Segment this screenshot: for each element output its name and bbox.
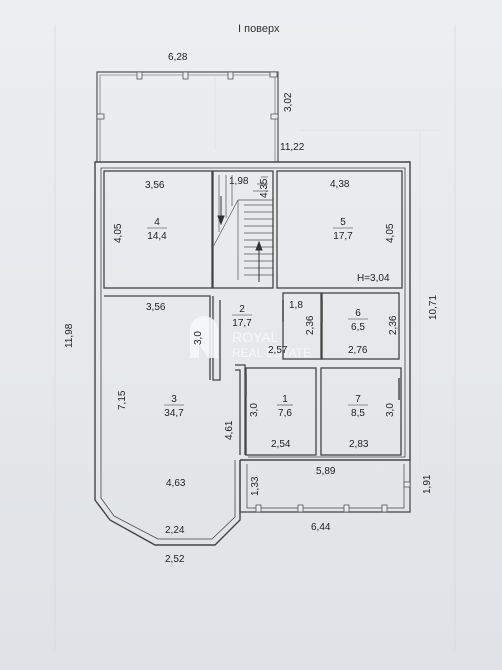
dim-top-width: 6,28 xyxy=(168,52,188,63)
watermark: ROYAL REAL ESTATE xyxy=(190,316,311,360)
dim-porch-outer-width: 6,44 xyxy=(311,522,331,533)
dim-terrace-depth: 3,02 xyxy=(283,92,294,112)
dim-room7-width: 2,83 xyxy=(349,439,369,450)
arrow-up-icon xyxy=(255,240,263,251)
room-area: 7,6 xyxy=(278,408,292,419)
room-labels: 1 7,6 2 17,7 3 34,7 4 14,4 5 17,7 6 6,5 xyxy=(147,217,368,419)
ceiling-height: H=3,04 xyxy=(357,273,390,284)
dim-room3-depth: 7,15 xyxy=(117,390,128,410)
room-label-6: 6 6,5 xyxy=(348,308,368,333)
dim-room7-depth: 3,0 xyxy=(385,403,396,417)
dim-room1-width: 2,54 xyxy=(271,439,291,450)
dim-room6-depth: 2,36 xyxy=(305,315,316,335)
dim-stair-depth: 4,35 xyxy=(259,178,270,198)
room-number: 5 xyxy=(340,217,346,228)
watermark-line1: ROYAL xyxy=(232,329,279,345)
dim-room3-side: 4,61 xyxy=(224,420,235,440)
dim-bay-outer-width: 2,52 xyxy=(165,554,185,565)
dim-overall-width: 11,22 xyxy=(280,142,305,153)
room-area: 8,5 xyxy=(351,408,365,419)
dim-right-depth: 10,71 xyxy=(428,295,439,320)
plan-title: I поверх xyxy=(238,23,280,35)
room-area: 17,7 xyxy=(232,318,252,329)
room-number: 4 xyxy=(154,217,160,228)
royal-logo-icon xyxy=(190,316,218,358)
room-label-1: 1 7,6 xyxy=(277,394,293,419)
watermark-line2: REAL ESTATE xyxy=(232,346,311,360)
dimension-labels: 6,28 3,02 11,22 1,98 4,35 11,98 10,71 3,… xyxy=(64,52,439,565)
dim-room3-top-width: 3,56 xyxy=(146,302,166,313)
dim-closet-width: 1,8 xyxy=(289,300,303,311)
room-label-4: 4 14,4 xyxy=(147,217,167,242)
room-label-5: 5 17,7 xyxy=(333,217,353,242)
arrow-down-icon xyxy=(217,215,225,226)
porch-posts xyxy=(255,481,411,513)
room-label-7: 7 8,5 xyxy=(348,394,368,419)
dim-room5-depth: 4,05 xyxy=(385,223,396,243)
dim-mid-width: 2,57 xyxy=(268,345,288,356)
dim-porch-depth: 1,33 xyxy=(250,476,261,496)
dim-porch-right-depth: 1,91 xyxy=(422,474,433,494)
terrace-posts xyxy=(96,71,279,120)
dim-porch-width: 5,89 xyxy=(316,466,336,477)
dim-room4-depth: 4,05 xyxy=(113,223,124,243)
dim-room3-lower-width: 4,63 xyxy=(166,478,186,489)
room-area: 17,7 xyxy=(333,231,353,242)
dim-room4-width: 3,56 xyxy=(145,180,165,191)
room-area: 6,5 xyxy=(351,322,365,333)
room-area: 34,7 xyxy=(164,408,184,419)
room-label-3: 3 34,7 xyxy=(164,394,184,419)
room-number: 2 xyxy=(239,304,245,315)
room-number: 6 xyxy=(355,308,361,319)
dim-room6-depth-right: 2,36 xyxy=(388,315,399,335)
room-number: 1 xyxy=(282,394,288,405)
room-label-2: 2 17,7 xyxy=(232,304,252,329)
terrace xyxy=(96,71,279,162)
dim-hall-niche: 3,0 xyxy=(193,331,204,345)
dim-room6-width: 2,76 xyxy=(348,345,368,356)
dim-room5-width: 4,38 xyxy=(330,179,350,190)
dim-stair-width: 1,98 xyxy=(229,176,249,187)
doors xyxy=(245,300,400,400)
room-number: 3 xyxy=(171,394,177,405)
dim-room3-bay-width: 2,24 xyxy=(165,525,185,536)
room-area: 14,4 xyxy=(147,231,167,242)
dim-room1-depth: 3,0 xyxy=(249,403,260,417)
stair-arrows xyxy=(217,196,263,282)
dim-total-depth: 11,98 xyxy=(64,323,75,348)
room-number: 7 xyxy=(355,394,361,405)
